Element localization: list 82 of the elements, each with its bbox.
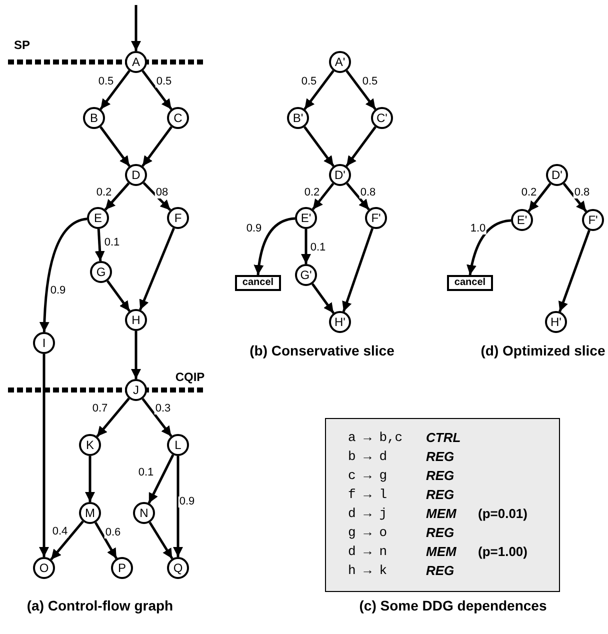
dependence-text: g → o [348,524,388,542]
edge-label: 0.4 [51,526,69,538]
dependence-kind: REG [426,524,456,542]
arrow [131,331,141,379]
arrow [142,398,172,438]
dependence-kind: MEM [426,543,458,561]
probability-text: (p=0.01) [478,505,528,523]
arrow [346,70,376,110]
arrow [304,126,334,167]
caption: (a) Control-flow graph [26,596,174,616]
arrow [148,522,174,560]
arrow [104,182,130,211]
edge-label: 0.1 [103,238,121,248]
arrow [148,454,174,504]
edge-label: 0.2 [95,188,113,198]
arrow [85,456,95,502]
edge-label: 0.9 [178,496,196,508]
edge-label: 0.2 [303,188,321,198]
arrow [304,70,334,110]
dependence-text: c → g [348,467,388,485]
edge-label: 0.3 [154,404,172,414]
arrow [254,217,296,276]
edge-label: 0.9 [49,286,67,296]
arrow [50,520,84,560]
arrow [142,126,172,167]
arrow [142,182,172,211]
dependence-kind: REG [426,448,456,466]
edge-label: 0.2 [520,188,538,198]
arrow [100,126,130,167]
dependence-text: b → d [348,448,388,466]
edge-label: 0.8 [573,188,591,198]
dependence-kind: MEM [426,505,458,523]
edge-label: 0.1 [137,468,155,478]
arrow [139,228,175,310]
arrow [346,126,376,167]
dependence-text: d → n [348,543,388,561]
probability-text: (p=1.00) [478,543,528,561]
arrow [39,354,49,557]
line-label: SP [14,37,30,54]
arrow [558,230,590,312]
arrow [562,182,588,212]
edge-label: 0.9 [245,224,263,234]
arrow [466,219,512,276]
arrow [346,182,370,210]
arrow [131,5,141,51]
arrow [40,218,88,332]
edge-label: 0.8 [359,188,377,198]
dependence-kind: REG [426,467,456,485]
caption: (c) Some DDG dependences [359,596,547,616]
arrow [100,70,130,110]
dependence-text: h → k [348,562,388,580]
arrow [301,229,311,264]
caption: (d) Optimized slice [480,342,606,360]
terminal-box: cancel [235,275,281,291]
dependence-text: d → j [348,505,388,523]
arrow [312,182,334,210]
edge-label: 0.5 [97,76,115,88]
edge-label: 0.5 [361,76,379,88]
arrow [94,522,118,560]
arrow [142,70,172,110]
edge-label: 0.7 [91,404,109,414]
arrow [342,228,374,312]
edge-label: 0.1 [309,242,327,254]
line-label: CQIP [175,369,205,386]
arrow [528,182,552,212]
edge-label: 1.0 [469,224,487,234]
arrow [106,280,131,312]
caption: (b) Conservative slice [250,342,394,360]
edge-label: 0.6 [104,528,122,538]
arrow [94,228,105,262]
dependence-kind: REG [426,486,456,504]
edge-label: 0.5 [155,76,173,88]
edge-label: 08 [154,188,170,198]
arrow [311,283,335,314]
arrow [173,456,183,557]
dependence-kind: REG [426,562,456,580]
dependence-text: f → l [348,486,388,504]
arrow [96,398,130,438]
edge-label: 0.5 [300,76,318,88]
dependence-text: a → b,c [348,429,404,447]
terminal-box: cancel [447,275,493,291]
dependence-kind: CTRL [426,429,462,447]
